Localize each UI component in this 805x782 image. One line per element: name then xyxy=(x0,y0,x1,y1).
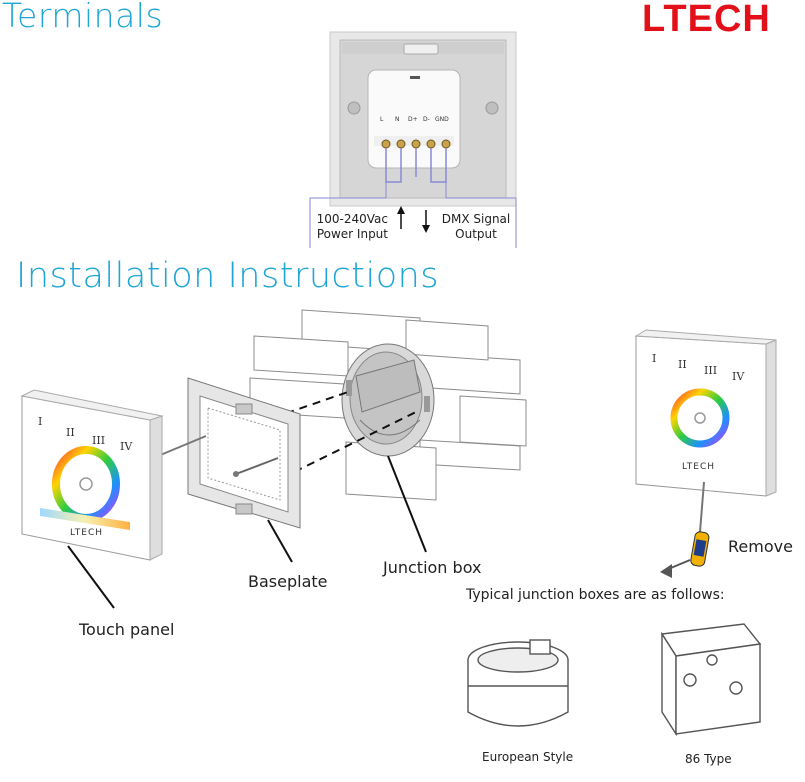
right-panel-numeral-3: III xyxy=(704,364,718,377)
ltech-logo: LTECH xyxy=(642,0,771,40)
pin-label-gnd: GND xyxy=(435,116,449,123)
terminal-module-illustration: L N D+ D- GND xyxy=(329,31,517,207)
junction-box-label: Junction box xyxy=(383,558,482,577)
right-panel-numeral-4: IV xyxy=(732,370,745,383)
remove-label: Remove xyxy=(728,537,793,556)
baseplate-label: Baseplate xyxy=(248,572,328,591)
pin-label-dplus: D+ xyxy=(408,116,418,123)
pin-label-n: N xyxy=(395,116,400,123)
pin-label-dminus: D- xyxy=(423,116,430,123)
typical-junction-boxes-label: Typical junction boxes are as follows: xyxy=(466,587,725,603)
power-input-label: 100-240Vac Power Input xyxy=(312,212,388,242)
dmx-output-label: DMX Signal Output xyxy=(440,212,512,242)
installation-title: Installation Instructions xyxy=(16,256,440,296)
right-panel-numeral-2: II xyxy=(678,358,687,371)
pin-label-l: L xyxy=(380,116,384,123)
dmx-output-line1: DMX Signal xyxy=(441,212,511,226)
dmx-output-line2: Output xyxy=(455,227,497,241)
terminals-title: Terminals xyxy=(2,0,164,35)
power-input-line2: Power Input xyxy=(316,227,388,241)
right-panel-numeral-1: I xyxy=(652,352,657,365)
panel-numeral-3: III xyxy=(92,434,106,447)
panel-numeral-2: II xyxy=(66,426,75,439)
panel-numeral-1: I xyxy=(38,415,43,428)
panel-brand-left: LTECH xyxy=(70,528,104,538)
panel-numeral-4: IV xyxy=(120,440,133,453)
type-86-label: 86 Type xyxy=(685,752,732,766)
power-input-line1: 100-240Vac xyxy=(316,212,388,226)
touch-panel-label: Touch panel xyxy=(79,620,175,639)
european-style-label: European Style xyxy=(482,750,574,764)
panel-brand-right: LTECH xyxy=(682,462,716,472)
